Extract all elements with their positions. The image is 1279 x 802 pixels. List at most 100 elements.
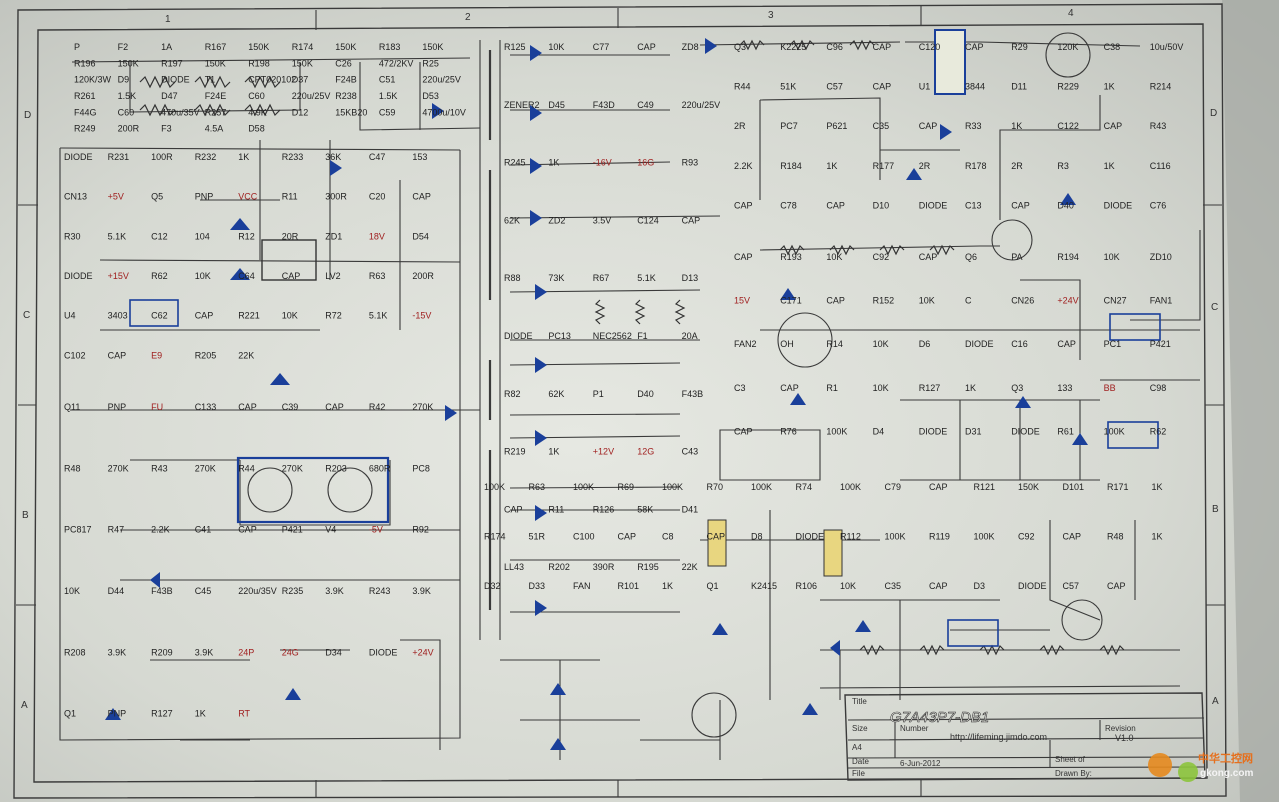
component-label: F2 — [118, 42, 129, 52]
component-label: C62 — [151, 311, 168, 321]
component-label: C79 — [885, 482, 902, 492]
connector-cn13 — [934, 29, 966, 95]
photo-edge — [1222, 0, 1279, 802]
component-label: 270K — [108, 463, 129, 473]
transistor-icon — [327, 467, 373, 513]
url-text: http://lifeming.jimdo.com — [950, 732, 1047, 742]
component-label: 100K — [573, 482, 594, 492]
component-label: 470u/35V — [161, 107, 200, 117]
component-label: R88 — [504, 273, 521, 283]
component-label: CAP — [504, 504, 523, 514]
component-label: D4 — [873, 426, 885, 436]
component-label: C60 — [118, 107, 135, 117]
component-label: 3.9K — [325, 586, 344, 596]
component-label: 133 — [1057, 383, 1072, 393]
component-label: CAP — [873, 82, 892, 92]
component-label: R76 — [780, 426, 797, 436]
component-label: 270K — [195, 463, 216, 473]
component-label: C57 — [826, 82, 843, 92]
component-label: R219 — [504, 447, 526, 457]
component-label: VCC — [238, 192, 258, 202]
component-label: 10K — [64, 586, 80, 596]
component-label: CAP — [108, 350, 127, 360]
component-label: DIODE — [64, 152, 93, 162]
component-label: 680R — [369, 463, 391, 473]
component-label: R33 — [965, 121, 982, 131]
component-label: 100K — [484, 482, 505, 492]
transistor-icon — [1045, 32, 1091, 78]
component-label: PC7 — [780, 121, 798, 131]
component-label: R205 — [195, 350, 217, 360]
component-label: C171 — [780, 296, 802, 306]
component-label: 10K — [195, 271, 211, 281]
component-label: PNP — [108, 709, 127, 719]
grid-row-b: B — [22, 510, 29, 521]
component-label: R93 — [682, 158, 699, 168]
component-label: R209 — [151, 647, 173, 657]
component-label: 150K — [422, 42, 443, 52]
component-label: R62 — [151, 271, 168, 281]
component-label: C35 — [873, 121, 890, 131]
component-label: R195 — [637, 562, 659, 572]
component-label: D9 — [118, 75, 130, 85]
component-label: C120 — [919, 42, 941, 52]
component-label: 15V — [734, 296, 750, 306]
component-label: 3844 — [965, 82, 985, 92]
component-label: C76 — [1150, 200, 1167, 210]
component-label: R249 — [74, 124, 96, 134]
component-label: 4.9K — [248, 107, 267, 117]
component-label: C20 — [369, 192, 386, 202]
diode-icon — [802, 703, 818, 715]
component-label: C98 — [1150, 383, 1167, 393]
revision-value: V1.0 — [1115, 733, 1134, 743]
component-label: DIODE — [796, 532, 825, 542]
component-label: R92 — [412, 525, 429, 535]
component-label: R257 — [205, 107, 227, 117]
component-label: R70 — [707, 482, 724, 492]
diode-icon — [530, 210, 542, 226]
component-label: 1K — [1152, 532, 1163, 542]
component-label: 5.1K — [369, 311, 388, 321]
component-label: 150K — [205, 58, 226, 68]
component-label: 2.2K — [734, 161, 753, 171]
component-label: P1 — [593, 389, 604, 399]
grid-row-a: A — [21, 700, 28, 711]
component-label: 4.5A — [205, 124, 224, 134]
component-label: 10K — [873, 383, 889, 393]
component-label: D41 — [682, 504, 699, 514]
component-label: 100K — [974, 532, 995, 542]
component-label: 2.2K — [151, 525, 170, 535]
component-label: 1K — [195, 709, 206, 719]
component-label: 1K — [826, 161, 837, 171]
component-label: 472/2KV — [379, 58, 414, 68]
component-label: R193 — [780, 252, 802, 262]
watermark-cn: 中华工控网 — [1198, 751, 1253, 765]
component-label: CAP — [929, 482, 948, 492]
diode-icon — [1015, 396, 1031, 408]
component-label: 10K — [1104, 252, 1120, 262]
component-label: D11 — [1011, 82, 1027, 92]
component-label: CAP — [1063, 532, 1082, 542]
component-label: R198 — [248, 58, 270, 68]
grid-row-b-right: B — [1212, 504, 1219, 515]
component-label: C116 — [1150, 161, 1171, 171]
component-label: R174 — [292, 42, 314, 52]
component-label: 51K — [780, 82, 796, 92]
component-label: 2R — [1011, 161, 1023, 171]
component-label: +15V — [108, 271, 129, 281]
component-label: DIODE — [369, 647, 398, 657]
component-label: R43 — [1150, 121, 1167, 131]
component-label: 270K — [412, 402, 433, 412]
component-label: CAP — [195, 311, 214, 321]
component-label: 1A — [161, 42, 172, 52]
grid-col-2: 2 — [465, 12, 471, 23]
component-label: R61 — [1057, 426, 1074, 436]
date-value: 6-Jun-2012 — [900, 759, 941, 768]
component-label: R44 — [238, 463, 255, 473]
diode-icon — [432, 103, 444, 119]
component-label: 100K — [826, 426, 847, 436]
component-label: 20A — [682, 331, 698, 341]
